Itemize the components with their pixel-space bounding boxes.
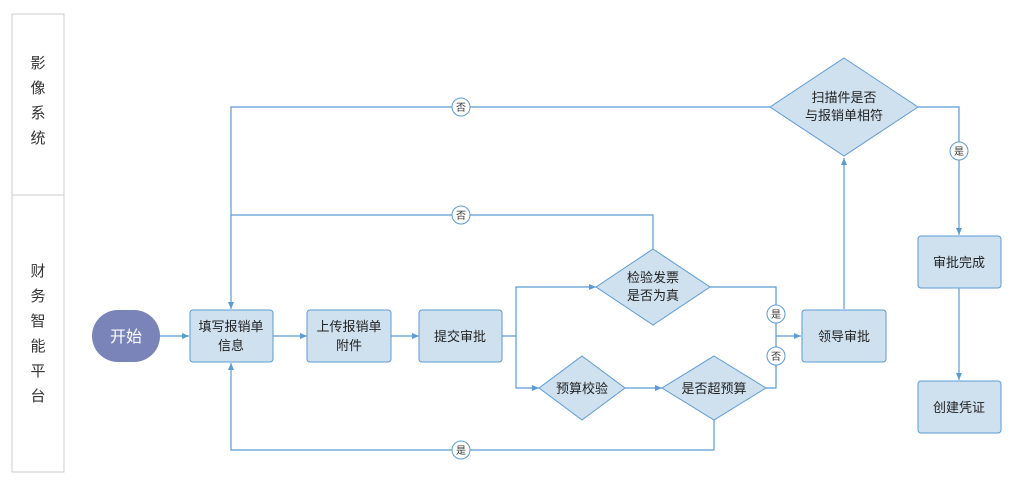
decision-check-invoice: 检验发票 是否为真 bbox=[595, 248, 711, 326]
decision-check-invoice-label: 是否为真 bbox=[627, 289, 679, 304]
edge-label-scan-no: 否 bbox=[451, 97, 471, 117]
node-fill-form: 填写报销单 信息 bbox=[189, 309, 274, 363]
edge-submit-to-invoice bbox=[502, 284, 596, 337]
edge-overbudget-yes-to-fill bbox=[228, 363, 715, 451]
lane-finance: 财 务 智 能 平 台 bbox=[11, 194, 65, 473]
lane-imaging-char: 影 bbox=[30, 54, 45, 72]
edge-submit-to-budget bbox=[515, 336, 539, 391]
lane-finance-char: 台 bbox=[30, 387, 45, 405]
edge-label-budget-yes: 是 bbox=[451, 440, 471, 460]
node-submit-label: 提交审批 bbox=[434, 329, 486, 345]
node-upload-label: 上传报销单 bbox=[316, 320, 381, 335]
edge-label-text: 否 bbox=[456, 102, 466, 114]
decision-over-budget: 是否超预算 bbox=[661, 355, 767, 421]
lane-finance-char: 财 bbox=[30, 262, 45, 280]
node-upload: 上传报销单 附件 bbox=[306, 309, 392, 363]
decision-check-invoice-label: 检验发票 bbox=[627, 270, 679, 286]
connectors bbox=[160, 106, 962, 451]
edge-invoice-no-to-fill bbox=[231, 214, 654, 249]
edge-scan-yes-to-approved bbox=[916, 106, 962, 235]
lane-imaging-char: 像 bbox=[30, 79, 45, 97]
decision-scan-match-label: 与报销单相符 bbox=[805, 108, 883, 124]
decision-budget-check: 预算校验 bbox=[538, 355, 626, 421]
node-voucher-label: 创建凭证 bbox=[933, 401, 985, 416]
node-voucher: 创建凭证 bbox=[917, 380, 1002, 434]
lane-finance-char: 智 bbox=[30, 312, 45, 330]
edge-label-text: 是 bbox=[771, 309, 781, 321]
node-submit: 提交审批 bbox=[418, 309, 503, 363]
decision-scan-match-label: 扫描件是否 bbox=[811, 91, 876, 106]
lane-imaging-char: 系 bbox=[30, 104, 45, 122]
edge-invoice-yes-to-leader bbox=[710, 286, 801, 339]
edge-scan-no-to-fill bbox=[228, 106, 770, 309]
node-approved: 审批完成 bbox=[917, 235, 1002, 289]
lane-imaging: 影 像 系 统 bbox=[11, 13, 65, 196]
edge-label-text: 是 bbox=[954, 146, 964, 158]
lane-finance-char: 能 bbox=[30, 337, 45, 355]
node-fill-form-label: 信息 bbox=[218, 338, 244, 354]
lane-finance-char: 务 bbox=[30, 287, 45, 305]
edge-label-text: 否 bbox=[456, 210, 466, 222]
edge-label-text: 否 bbox=[771, 351, 781, 363]
decision-over-budget-label: 是否超预算 bbox=[681, 382, 746, 397]
edge-label-invoice-yes: 是 bbox=[766, 304, 786, 324]
decision-budget-check-label: 预算校验 bbox=[556, 381, 608, 397]
node-leader-label: 领导审批 bbox=[818, 330, 870, 345]
edge-label-text: 是 bbox=[456, 445, 466, 457]
start-node: 开始 bbox=[92, 310, 160, 362]
node-upload-label: 附件 bbox=[336, 339, 362, 354]
edge-label-scan-yes: 是 bbox=[949, 141, 969, 161]
node-approved-label: 审批完成 bbox=[933, 256, 985, 271]
lane-imaging-char: 统 bbox=[30, 129, 45, 147]
edge-label-invoice-no: 否 bbox=[451, 205, 471, 225]
lane-finance-char: 平 bbox=[30, 362, 45, 380]
start-label: 开始 bbox=[110, 327, 142, 346]
node-fill-form-label: 填写报销单 bbox=[198, 320, 263, 335]
edge-label-budget-no: 否 bbox=[766, 346, 786, 366]
node-leader: 领导审批 bbox=[801, 309, 887, 363]
decision-scan-match: 扫描件是否 与报销单相符 bbox=[769, 57, 919, 157]
